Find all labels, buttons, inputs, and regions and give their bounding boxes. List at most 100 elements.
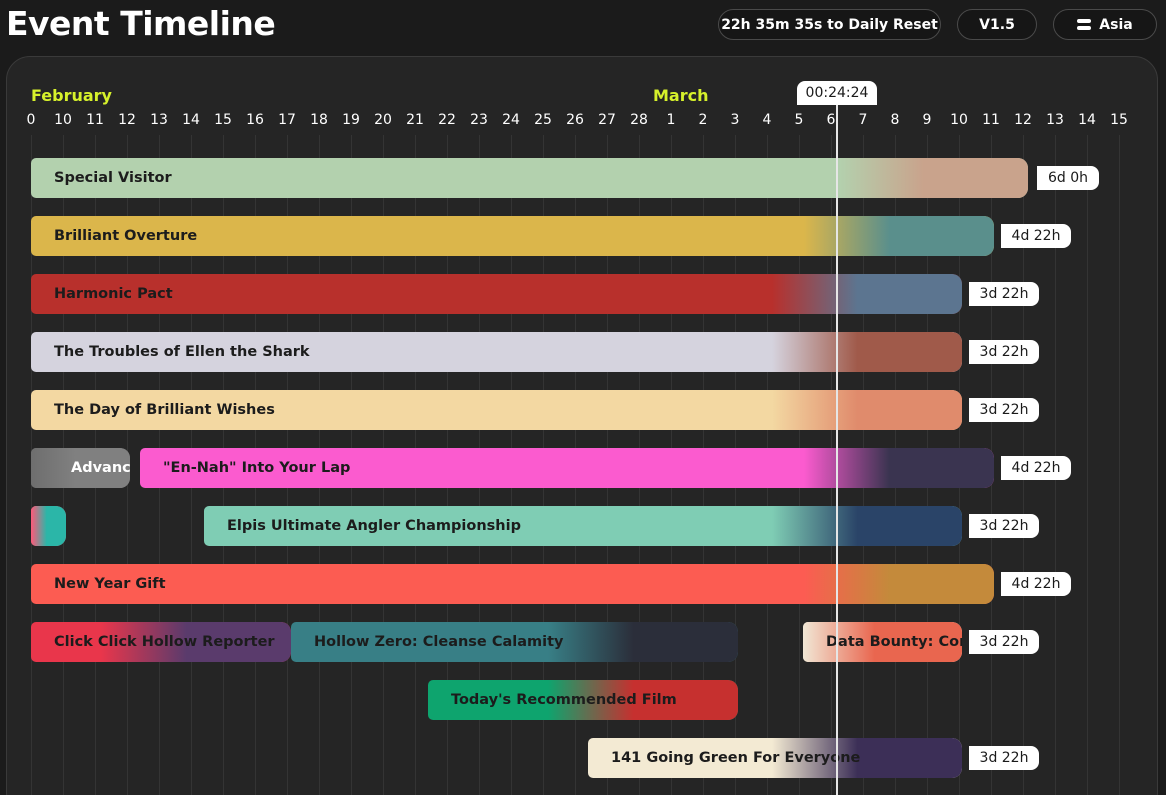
day-tick-label: 4 — [762, 112, 772, 128]
event-bar[interactable]: n — [31, 506, 66, 546]
event-remaining-time: 3d 22h — [969, 398, 1039, 422]
day-tick-label: 26 — [566, 112, 584, 128]
day-tick-label: 13 — [150, 112, 168, 128]
page-title: Event Timeline — [6, 4, 276, 43]
event-name: Brilliant Overture — [54, 228, 198, 244]
daily-reset-countdown: 22h 35m 35s to Daily Reset — [718, 9, 941, 40]
event-name: n — [31, 518, 66, 534]
event-bar[interactable]: New Year Gift — [31, 564, 994, 604]
day-tick-label: 10 — [54, 112, 72, 128]
day-tick-label: 28 — [630, 112, 648, 128]
event-banner-art — [548, 680, 738, 720]
day-tick-label: 8 — [890, 112, 900, 128]
event-remaining-time: 4d 22h — [1001, 572, 1071, 596]
event-remaining-time: 3d 22h — [969, 746, 1039, 770]
event-banner-art — [803, 622, 962, 662]
day-tick-label: 15 — [214, 112, 232, 128]
day-tick-label: 7 — [858, 112, 868, 128]
day-tick-label: 19 — [342, 112, 360, 128]
version-button[interactable]: V1.5 — [957, 9, 1037, 40]
day-tick-label: 18 — [310, 112, 328, 128]
day-tick-label: 11 — [86, 112, 104, 128]
event-name: Elpis Ultimate Angler Championship — [227, 518, 521, 534]
server-icon — [1077, 19, 1092, 30]
day-tick-label: 14 — [182, 112, 200, 128]
event-remaining-time: 4d 22h — [1001, 224, 1071, 248]
event-name: Special Visitor — [54, 170, 172, 186]
event-bar[interactable]: Data Bounty: Combat S — [803, 622, 962, 662]
event-name: 141 Going Green For Everyone — [611, 750, 861, 766]
day-tick-label: 23 — [470, 112, 488, 128]
day-tick-label: 20 — [374, 112, 392, 128]
event-bar[interactable]: The Troubles of Ellen the Shark — [31, 332, 962, 372]
day-tick-label: 16 — [246, 112, 264, 128]
event-banner-art — [804, 448, 994, 488]
day-tick-label: 12 — [118, 112, 136, 128]
event-remaining-time: 4d 22h — [1001, 456, 1071, 480]
day-tick-label: 3 — [730, 112, 740, 128]
region-button[interactable]: Asia — [1053, 9, 1157, 40]
day-tick-label: 25 — [534, 112, 552, 128]
event-banner-art — [31, 448, 130, 488]
event-banner-art — [772, 506, 962, 546]
day-tick-label: 12 — [1014, 112, 1032, 128]
event-bar[interactable]: Hollow Zero: Cleanse Calamity — [291, 622, 738, 662]
event-name: New Year Gift — [54, 576, 166, 592]
event-banner-art — [772, 738, 962, 778]
day-tick-label: 9 — [922, 112, 932, 128]
day-tick-label: 11 — [982, 112, 1000, 128]
event-bar[interactable]: "En-Nah" Into Your Lap — [140, 448, 994, 488]
day-tick-label: 1 — [666, 112, 676, 128]
event-bar[interactable]: The Day of Brilliant Wishes — [31, 390, 962, 430]
day-tick-label: 0 — [26, 112, 36, 128]
event-banner-art — [101, 622, 291, 662]
event-name: The Troubles of Ellen the Shark — [54, 344, 310, 360]
event-banner-art — [31, 506, 66, 546]
event-name: Data Bounty: Combat S — [826, 634, 962, 650]
event-name: Harmonic Pact — [54, 286, 173, 302]
day-tick-label: 15 — [1110, 112, 1128, 128]
current-time-marker: 00:24:24 — [797, 81, 877, 105]
event-banner-art — [772, 274, 962, 314]
event-name: Hollow Zero: Cleanse Calamity — [314, 634, 564, 650]
day-tick-label: 13 — [1046, 112, 1064, 128]
day-tick-label: 5 — [794, 112, 804, 128]
day-tick-label: 24 — [502, 112, 520, 128]
event-banner-art — [772, 332, 962, 372]
event-remaining-time: 3d 22h — [969, 630, 1039, 654]
event-name: Advance — [71, 460, 130, 476]
region-label: Asia — [1099, 16, 1133, 33]
day-tick-label: 14 — [1078, 112, 1096, 128]
event-name: "En-Nah" Into Your Lap — [163, 460, 351, 476]
event-banner-art — [772, 390, 962, 430]
month-label-march: March — [653, 86, 709, 105]
event-banner-art — [804, 564, 994, 604]
day-tick-label: 6 — [826, 112, 836, 128]
event-name: Click Click Hollow Reporter — [54, 634, 275, 650]
event-banner-art — [838, 158, 1028, 198]
day-gridline — [1087, 135, 1088, 795]
event-name: The Day of Brilliant Wishes — [54, 402, 275, 418]
event-bar[interactable]: Click Click Hollow Reporter — [31, 622, 291, 662]
day-tick-label: 21 — [406, 112, 424, 128]
event-remaining-time: 3d 22h — [969, 514, 1039, 538]
event-bar[interactable]: Today's Recommended Film — [428, 680, 738, 720]
version-label: V1.5 — [979, 16, 1015, 33]
event-bar[interactable]: Brilliant Overture — [31, 216, 994, 256]
event-bar[interactable]: Harmonic Pact — [31, 274, 962, 314]
reset-text: 22h 35m 35s to Daily Reset — [721, 16, 938, 33]
current-time-line — [836, 105, 838, 795]
day-tick-label: 22 — [438, 112, 456, 128]
event-banner-art — [804, 216, 994, 256]
event-bar[interactable]: Advance — [31, 448, 130, 488]
event-remaining-time: 6d 0h — [1037, 166, 1099, 190]
event-bar[interactable]: Special Visitor — [31, 158, 1028, 198]
day-tick-label: 2 — [698, 112, 708, 128]
event-bar[interactable]: 141 Going Green For Everyone — [588, 738, 962, 778]
event-remaining-time: 3d 22h — [969, 340, 1039, 364]
event-name: Today's Recommended Film — [451, 692, 677, 708]
event-bar[interactable]: Elpis Ultimate Angler Championship — [204, 506, 962, 546]
day-tick-label: 17 — [278, 112, 296, 128]
day-tick-label: 10 — [950, 112, 968, 128]
